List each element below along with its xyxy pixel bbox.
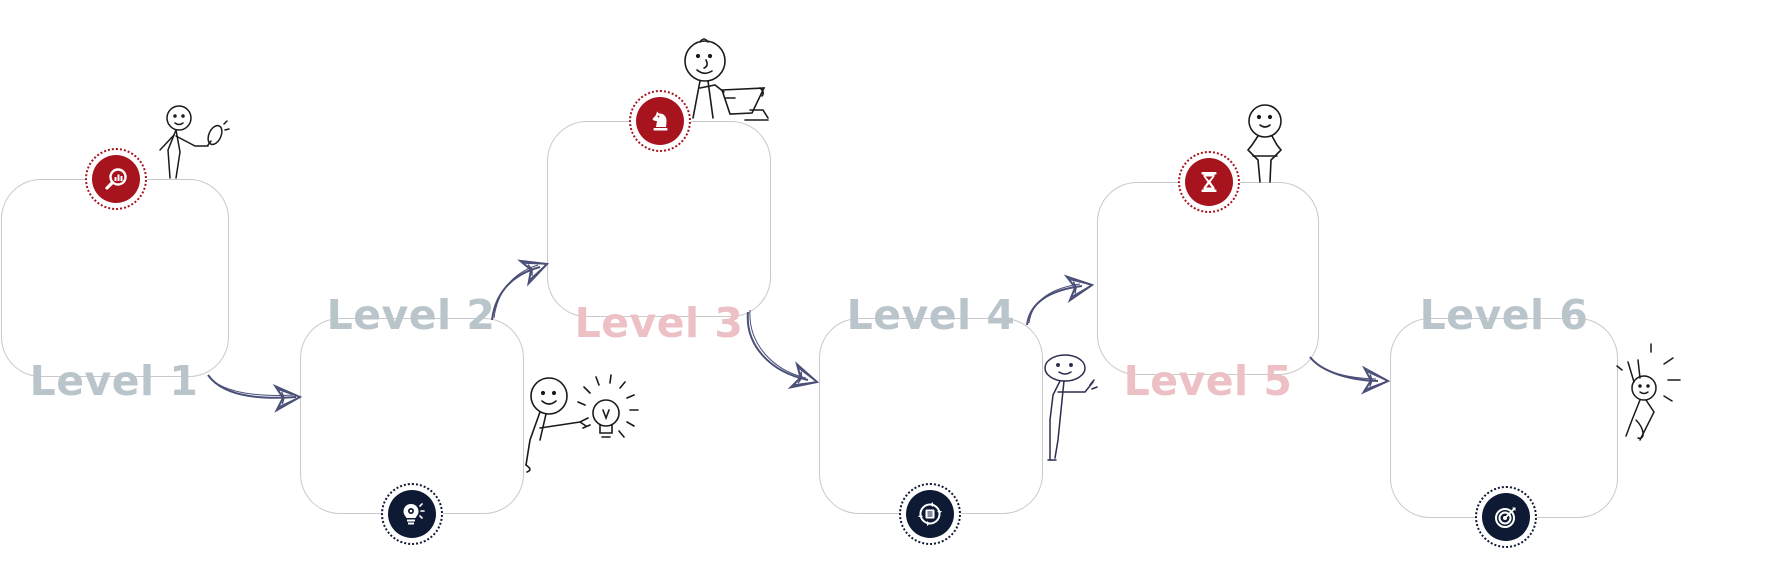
process-cycle-icon [918, 502, 942, 526]
lightbulb-gear-icon [403, 503, 425, 525]
level-5-badge [1178, 151, 1240, 213]
stick-figure-clipboard [684, 38, 769, 121]
arrow-level-4-to-5 [1026, 272, 1095, 326]
level-1-label: Level 1 [29, 357, 199, 405]
chess-knight-icon [652, 111, 668, 131]
stick-figure-waving [1044, 354, 1098, 461]
arrow-level-2-to-3 [491, 251, 553, 321]
level-4-label: Level 4 [846, 291, 1016, 339]
stick-figure-magnifier [159, 105, 230, 179]
arrow-level-5-to-6 [1309, 356, 1390, 394]
level-6-label: Level 6 [1419, 291, 1589, 339]
magnifier-chart-icon [105, 168, 127, 190]
level-2-label: Level 2 [326, 291, 496, 339]
arrow-level-3-to-4 [746, 309, 822, 395]
level-1-badge [85, 148, 147, 210]
level-2-badge [381, 483, 443, 545]
hourglass-icon [1201, 172, 1217, 192]
level-3-label: Level 3 [574, 299, 744, 347]
stick-figure-cheering [1616, 343, 1681, 441]
stick-figure-lightbulb [525, 374, 639, 473]
arrow-level-1-to-2 [207, 374, 302, 412]
level-4-badge [899, 483, 961, 545]
level-5-label: Level 5 [1123, 357, 1293, 405]
target-icon [1495, 507, 1516, 528]
level-3-badge [629, 90, 691, 152]
level-6-badge [1475, 486, 1537, 548]
stick-figure-standing [1246, 104, 1283, 183]
